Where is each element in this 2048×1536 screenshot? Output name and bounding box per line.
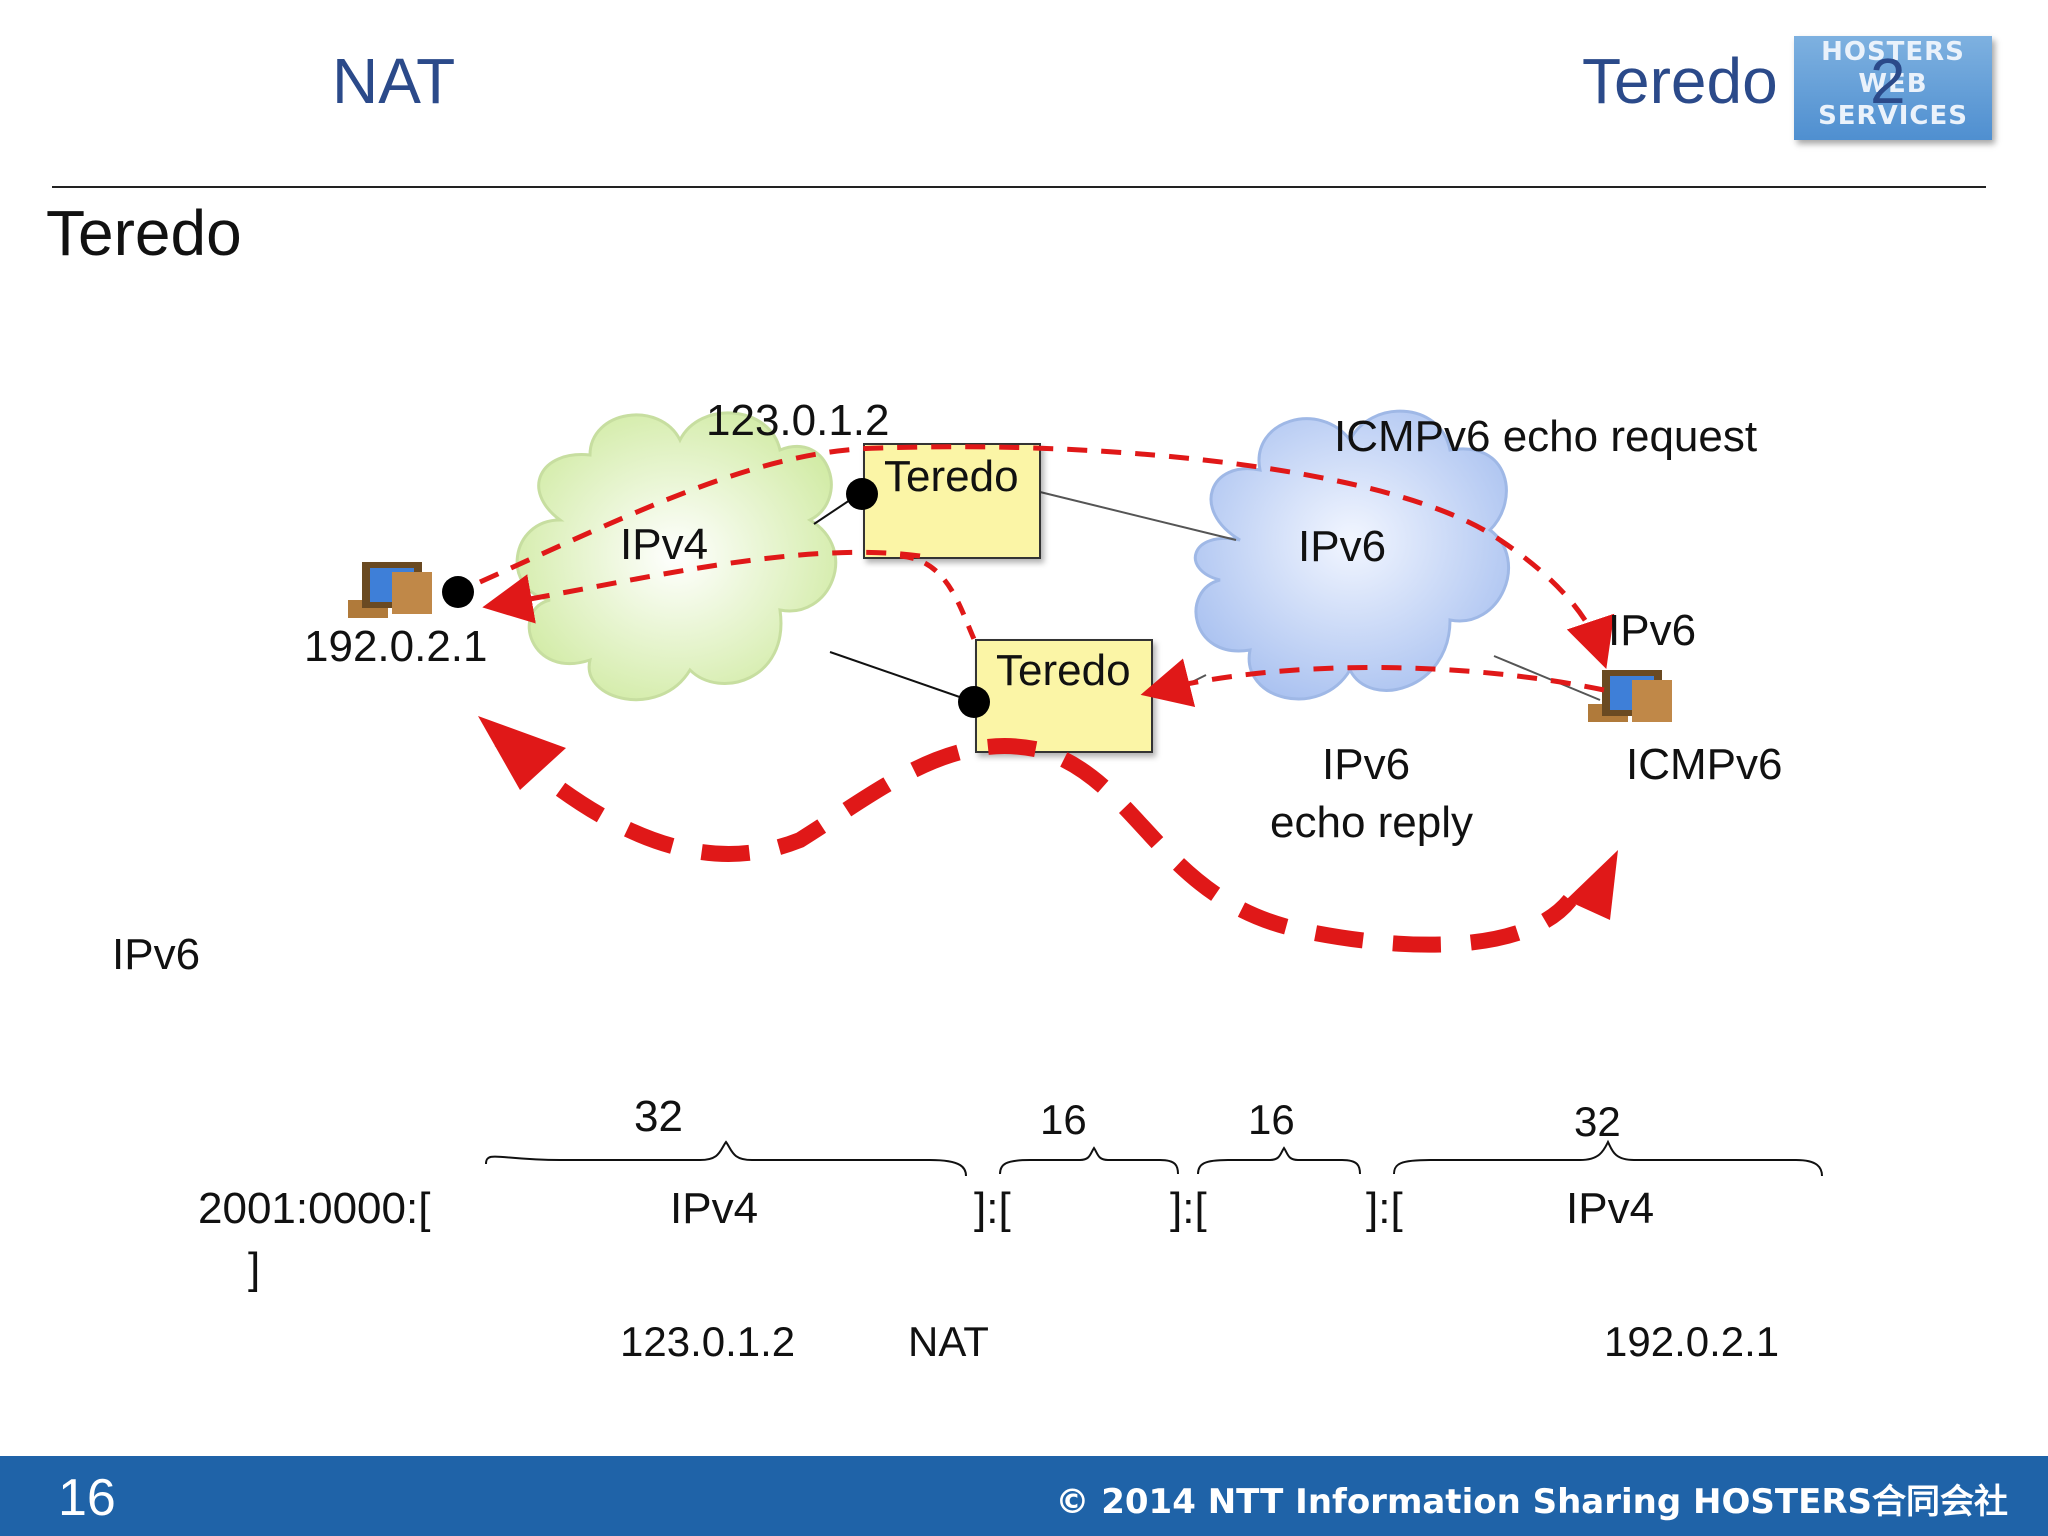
- note-server-ip: 123.0.1.2: [620, 1318, 796, 1365]
- icmpv6-label: ICMPv6: [1626, 740, 1783, 789]
- echo-reply-line1: IPv6: [1322, 740, 1411, 789]
- client-port-dot: [442, 576, 474, 608]
- host-link: [1493, 655, 1601, 701]
- brace-seg3: [1197, 1146, 1361, 1175]
- logo-line-2: WEB: [1858, 69, 1928, 99]
- echo-reply-line2: echo reply: [1270, 798, 1474, 847]
- seg1-bits: 32: [634, 1092, 683, 1141]
- ipv4-cloud-label: IPv4: [620, 520, 709, 569]
- relay-port-dot: [958, 686, 990, 718]
- server-ipv6-link: [1039, 491, 1237, 541]
- address-prefix-close: ]: [248, 1244, 261, 1293]
- copyright: © 2014 NTT Information Sharing HOSTERS合同…: [1055, 1482, 2008, 1522]
- echo-request-path: [478, 444, 1615, 669]
- server-port-dot: [846, 478, 878, 510]
- header-title-left: NAT: [332, 45, 456, 117]
- echo-request-label: ICMPv6 echo request: [1334, 412, 1758, 461]
- big-flow-arrow-path: [494, 734, 1577, 953]
- address-prefix: 2001:0000:[: [198, 1184, 431, 1233]
- ipv6-cloud: [1193, 409, 1510, 701]
- server-to-client-path: [482, 549, 921, 624]
- seg2-bits: 16: [1040, 1096, 1087, 1143]
- separator-3: ]:[: [1366, 1184, 1403, 1233]
- brace-seg2: [999, 1146, 1179, 1175]
- seg1-label: IPv4: [670, 1184, 759, 1233]
- seg4-bits: 32: [1574, 1098, 1621, 1145]
- teredo-relay-box: [975, 639, 1153, 753]
- ipv6-host-label: IPv6: [1608, 606, 1697, 655]
- separator-1: ]:[: [974, 1184, 1011, 1233]
- teredo-server-label: Teredo: [884, 452, 1019, 501]
- footer-bar: 16 © 2014 NTT Information Sharing HOSTER…: [0, 1456, 2048, 1536]
- relay-link-ipv4: [829, 651, 975, 703]
- seg3-bits: 16: [1248, 1096, 1295, 1143]
- hosters-logo: HOSTERS WEB SERVICES: [1794, 36, 1992, 140]
- teredo-relay-label: Teredo: [996, 646, 1131, 695]
- server-to-relay-path: [899, 553, 981, 650]
- note-nat: NAT: [908, 1318, 989, 1365]
- ipv6-host-computer-icon: [1588, 670, 1672, 722]
- header-divider: [52, 186, 1986, 188]
- teredo-server-ip: 123.0.1.2: [706, 396, 890, 445]
- echo-reply-path: [1140, 658, 1605, 707]
- header-title-right: Teredo: [1582, 45, 1778, 117]
- logo-line-1: HOSTERS: [1821, 37, 1965, 67]
- ipv6-section-label: IPv6: [112, 930, 201, 979]
- ipv4-cloud: [515, 411, 838, 702]
- note-client-ip: 192.0.2.1: [1604, 1318, 1780, 1365]
- logo-line-3: SERVICES: [1818, 101, 1968, 131]
- client-computer-icon: [348, 562, 432, 618]
- page-number: 16: [58, 1469, 116, 1527]
- header-title-suffix: 2: [1870, 45, 1906, 117]
- separator-2: ]:[: [1170, 1184, 1207, 1233]
- seg4-label: IPv4: [1566, 1184, 1655, 1233]
- slide-subtitle: Teredo: [46, 197, 242, 269]
- brace-seg1: [485, 1140, 967, 1177]
- client-ip: 192.0.2.1: [304, 622, 488, 671]
- big-arrow-head-left: [478, 716, 566, 790]
- ipv6-cloud-label: IPv6: [1298, 522, 1387, 571]
- big-arrow-head-right: [1566, 850, 1618, 920]
- brace-seg4: [1393, 1139, 1823, 1177]
